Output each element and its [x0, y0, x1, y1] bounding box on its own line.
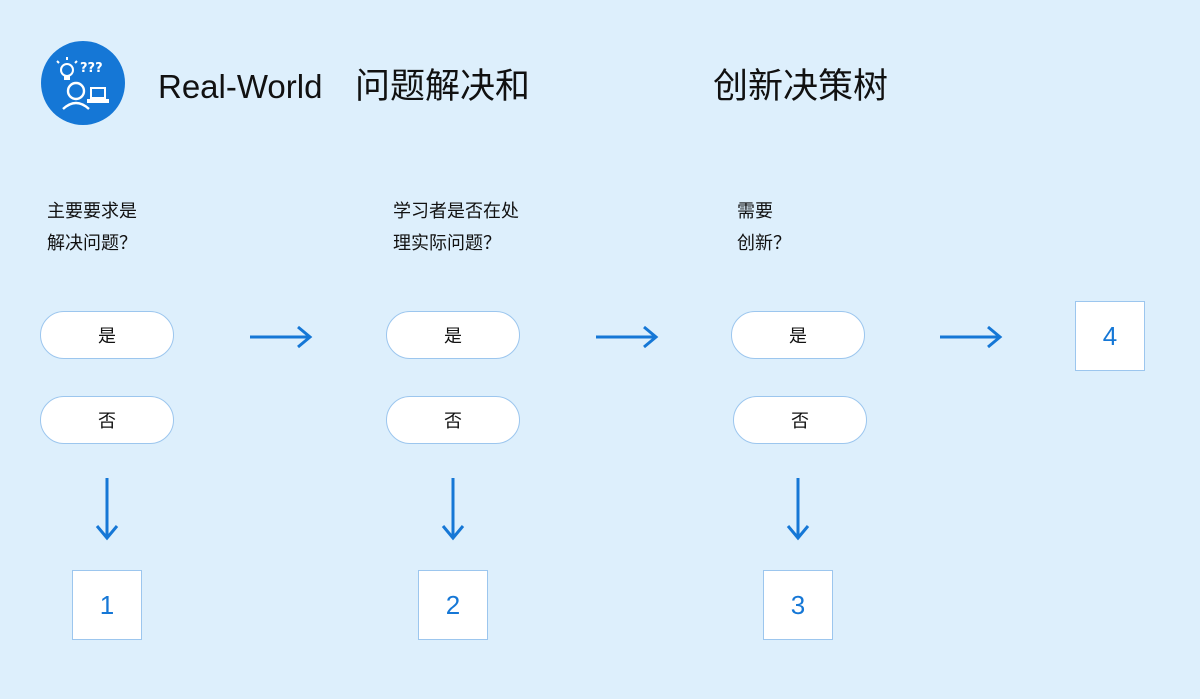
- arrow-down-icon-1: [95, 478, 119, 541]
- arrow-right-icon-2: [596, 325, 659, 349]
- problem-solving-logo: ???: [41, 41, 125, 125]
- question-2-line1: 学习者是否在处: [393, 201, 519, 222]
- question-1-line1: 主要要求是: [47, 201, 137, 222]
- question-1-line2: 解决问题？: [47, 233, 137, 254]
- question-3-line1: 需要: [737, 201, 773, 222]
- arrow-right-icon-1: [250, 325, 313, 349]
- result-box-2: 2: [418, 570, 488, 640]
- yes-option-3[interactable]: 是: [731, 311, 865, 359]
- no-option-2[interactable]: 否: [386, 396, 520, 444]
- yes-option-2[interactable]: 是: [386, 311, 520, 359]
- arrow-down-icon-3: [786, 478, 810, 541]
- question-1: 主要要求是 解决问题？: [47, 196, 137, 260]
- title-english: Real-World: [158, 68, 323, 105]
- question-2-line2: 理实际问题？: [393, 233, 501, 254]
- question-2: 学习者是否在处 理实际问题？: [393, 196, 519, 260]
- yes-option-1[interactable]: 是: [40, 311, 174, 359]
- result-box-3: 3: [763, 570, 833, 640]
- no-option-1[interactable]: 否: [40, 396, 174, 444]
- arrow-down-icon-2: [441, 478, 465, 541]
- arrow-right-icon-3: [940, 325, 1003, 349]
- question-3-line2: 创新？: [737, 233, 791, 254]
- title-chinese-part1: 问题解决和: [355, 67, 531, 107]
- result-box-4: 4: [1075, 301, 1145, 371]
- question-3: 需要 创新？: [737, 196, 791, 260]
- no-option-3[interactable]: 否: [733, 396, 867, 444]
- problem-solving-icon: ???: [56, 57, 109, 110]
- title-chinese-part2: 创新决策树: [713, 67, 889, 107]
- question-marks: ???: [80, 61, 103, 76]
- result-box-1: 1: [72, 570, 142, 640]
